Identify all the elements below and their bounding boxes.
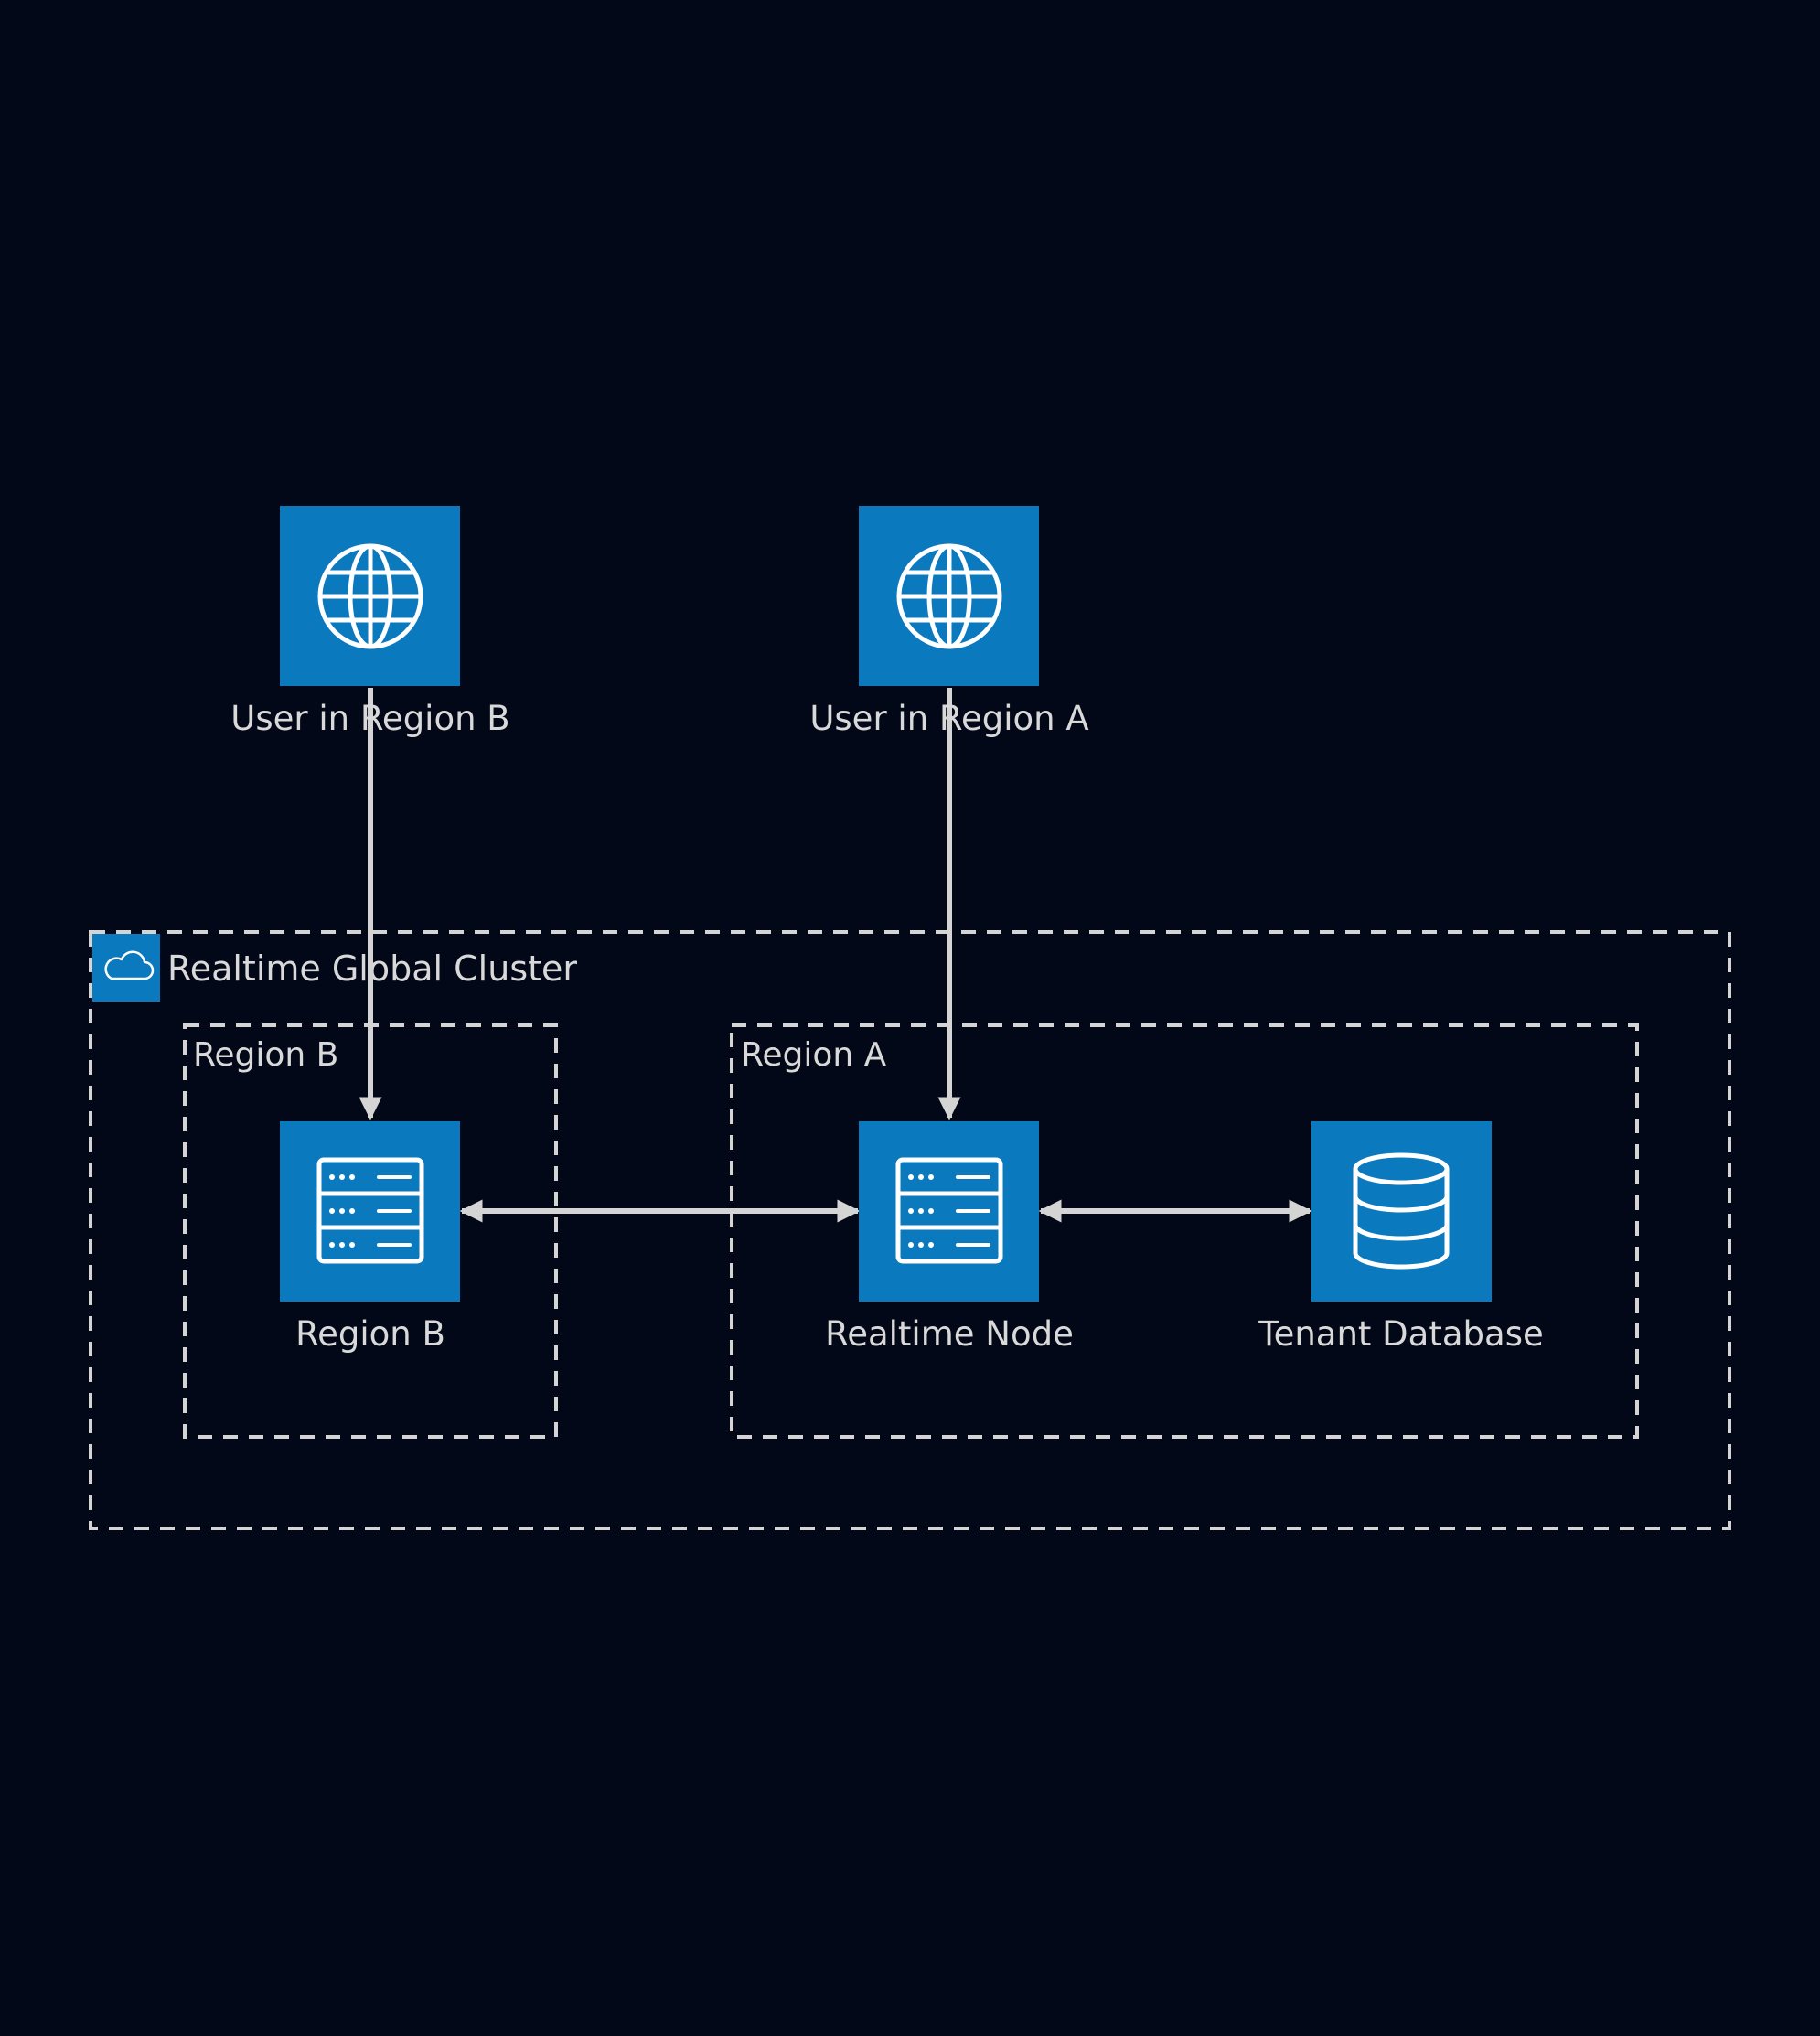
globe-icon xyxy=(896,543,1002,649)
cloud-icon xyxy=(92,934,160,1002)
group-region-a: Region A xyxy=(730,1023,1639,1439)
node-label: Tenant Database xyxy=(1258,1314,1543,1354)
server-icon xyxy=(316,1157,424,1264)
node-user-in-region-a: User in Region A xyxy=(809,506,1089,738)
globe-icon xyxy=(317,543,423,649)
region-a-group-label: Region A xyxy=(741,1036,887,1074)
database-icon xyxy=(1353,1152,1450,1270)
cluster-border xyxy=(89,930,1731,1530)
node-box xyxy=(859,1121,1039,1302)
connectors xyxy=(359,688,1312,1223)
node-label: Realtime Node xyxy=(825,1314,1074,1354)
node-realtime-node: Realtime Node xyxy=(825,1121,1074,1354)
node-label: User in Region A xyxy=(809,699,1088,738)
node-label: Region B xyxy=(295,1314,445,1354)
region-a-border xyxy=(730,1023,1639,1439)
node-tenant-database: Tenant Database xyxy=(1258,1121,1544,1354)
server-icon xyxy=(895,1157,1003,1264)
node-box xyxy=(280,1121,460,1302)
node-label: User in Region B xyxy=(230,699,509,738)
node-region-b-server: Region B xyxy=(280,1121,460,1354)
region-b-group-label: Region B xyxy=(193,1036,338,1074)
node-user-in-region-b: User in Region B xyxy=(230,506,510,738)
